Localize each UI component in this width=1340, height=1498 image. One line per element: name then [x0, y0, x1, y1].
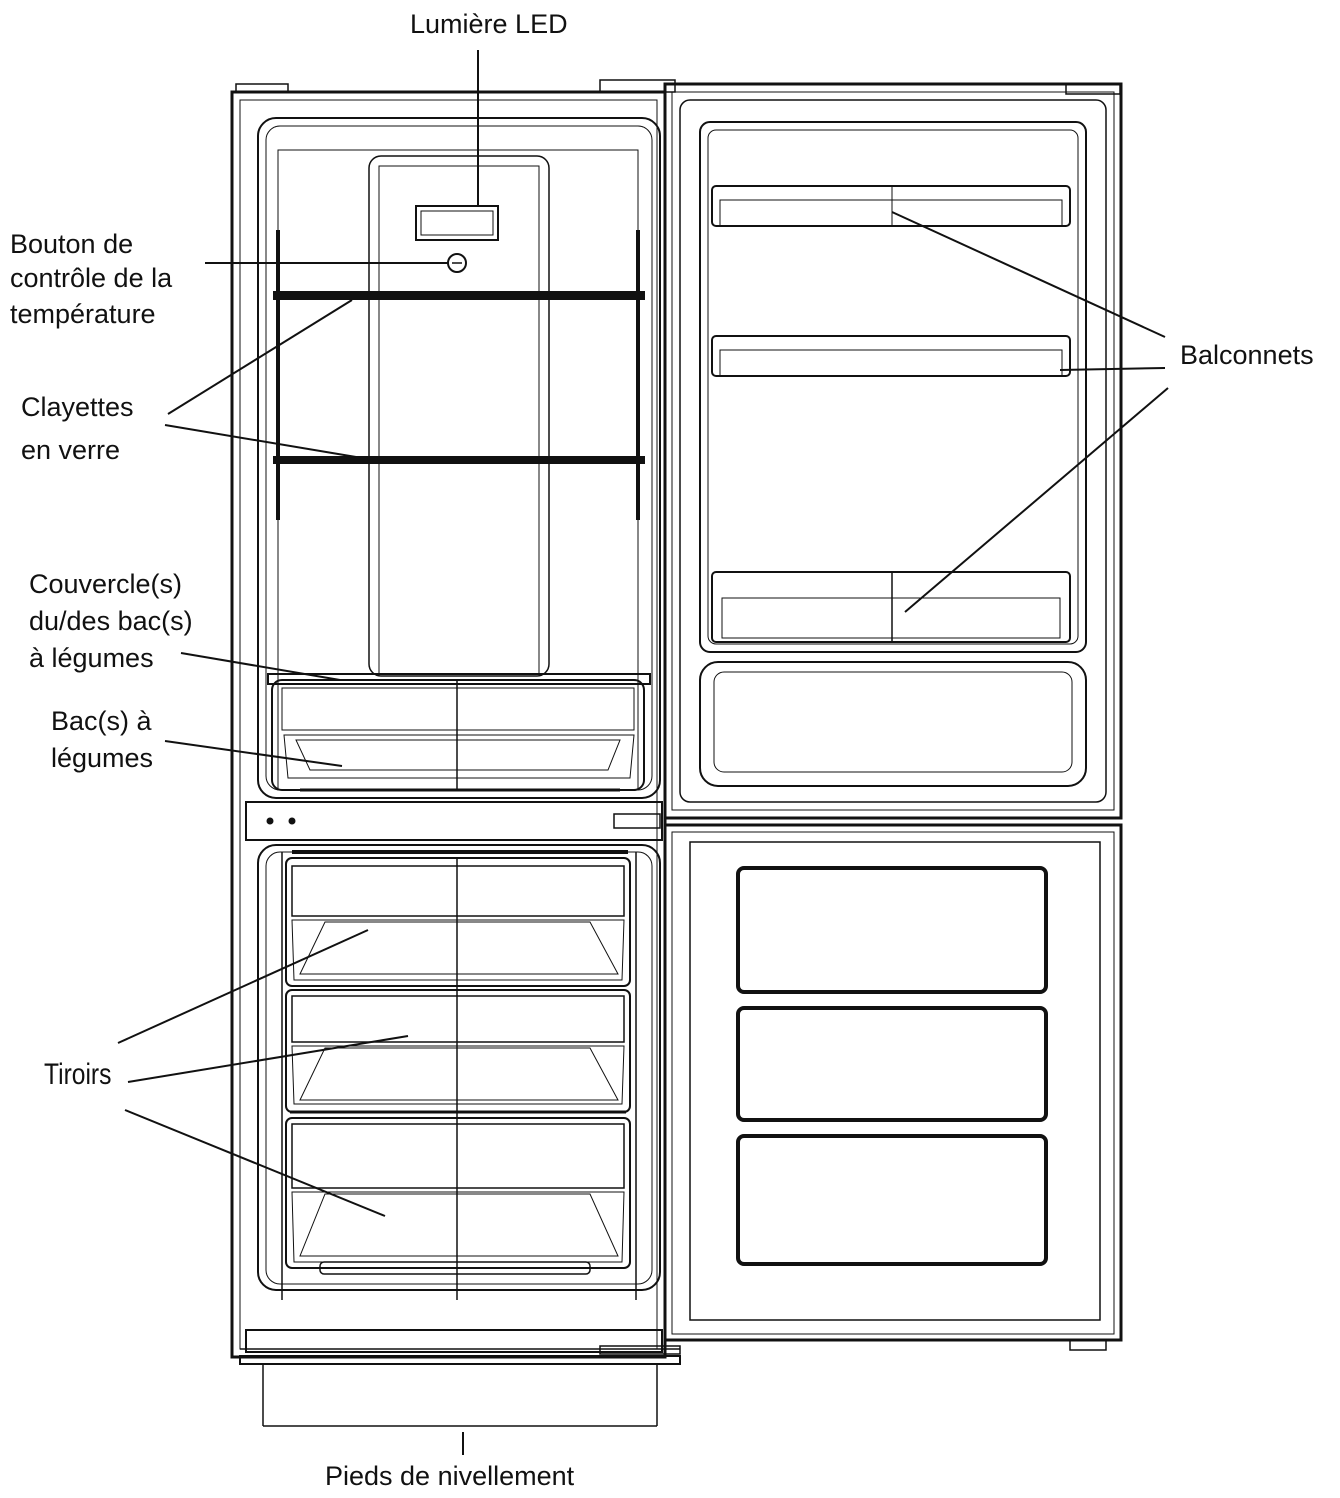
temperature-control-label-line2: contrôle de la [10, 263, 173, 293]
led-light-label: Lumière LED [410, 9, 568, 39]
crisper-cover-label-line1: Couvercle(s) [29, 569, 183, 599]
temperature-control-label-line1: Bouton de [10, 229, 134, 259]
crisper-label-line2: légumes [51, 743, 154, 773]
cabinet [232, 80, 680, 1455]
crisper-cover-label-line3: à légumes [29, 643, 154, 673]
leader-lines [118, 50, 1168, 1216]
drawers-label: Tiroirs [44, 1058, 112, 1091]
crisper-cover-label-line2: du/des bac(s) [29, 606, 193, 636]
glass-shelves-label-line1: Clayettes [21, 392, 134, 422]
balconies-label: Balconnets [1180, 340, 1314, 370]
fridge-door [665, 84, 1121, 818]
crisper-label-line1: Bac(s) à [51, 706, 152, 736]
glass-shelves-label-line2: en verre [21, 435, 121, 465]
leveling-feet-label: Pieds de nivellement [325, 1461, 575, 1491]
temperature-control-label-line3: température [10, 299, 156, 329]
freezer-door [665, 825, 1121, 1350]
